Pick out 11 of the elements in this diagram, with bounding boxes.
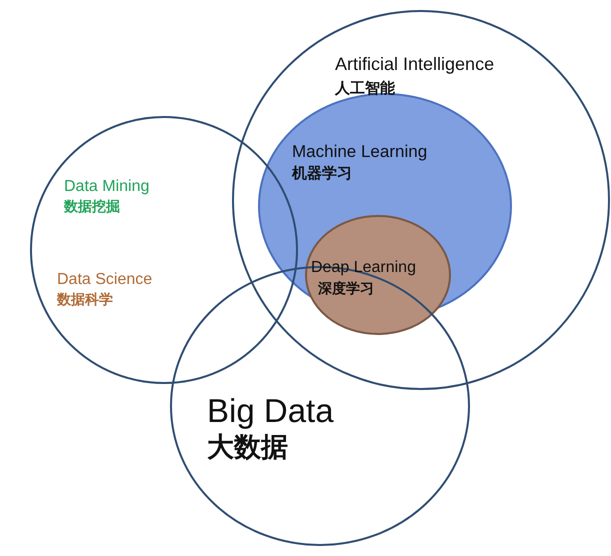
chinese-label: 数据科学 <box>57 293 113 308</box>
label: Data Mining <box>64 178 150 196</box>
chinese-label: 深度学习 <box>318 282 374 298</box>
label: Machine Learning <box>292 143 428 162</box>
chinese-label: 数据挖掘 <box>64 200 120 216</box>
chinese-label: 机器学习 <box>292 165 352 182</box>
label: Big Data <box>207 393 334 430</box>
chinese-label: 大数据 <box>207 433 288 463</box>
chinese-label: 人工智能 <box>335 80 395 96</box>
label: Artificial Intelligence <box>335 55 494 75</box>
label: Data Science <box>57 271 152 289</box>
